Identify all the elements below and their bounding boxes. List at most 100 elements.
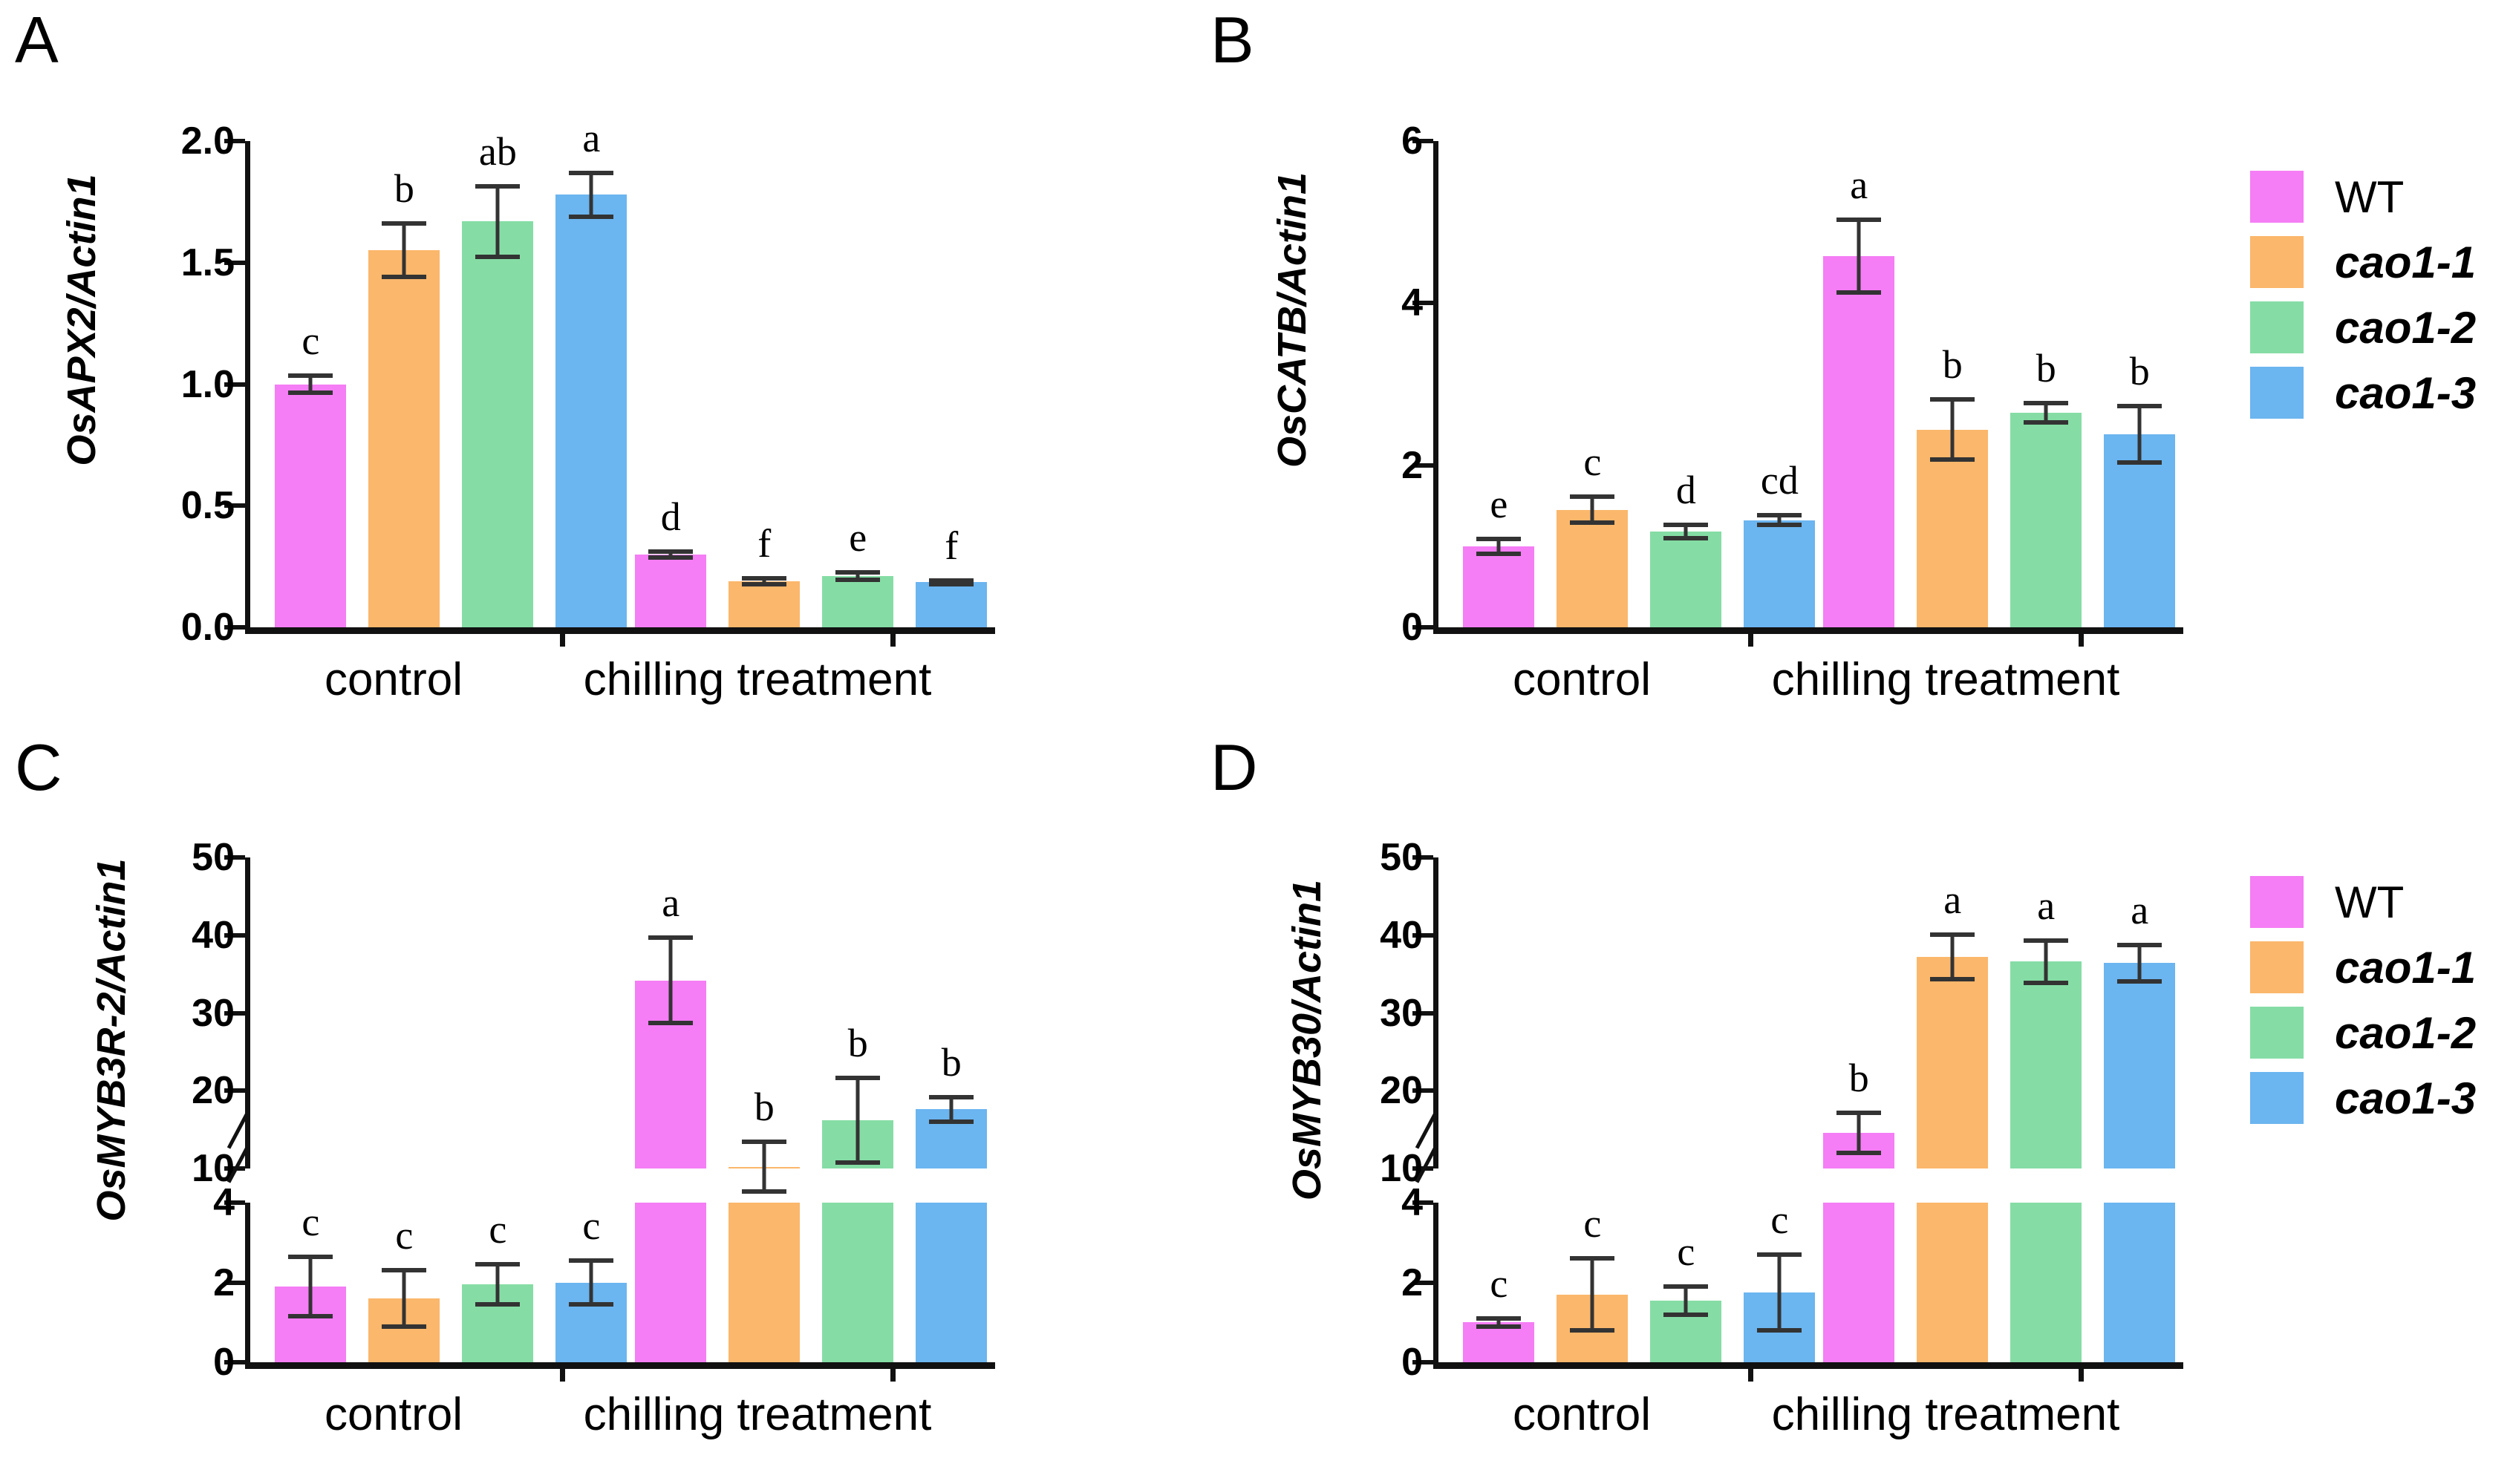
y-tick-upper-label: 40 [1380,913,1423,957]
error-cap-upper [1663,523,1709,528]
y-tick-upper [1412,1010,1433,1016]
legend-row-wt[interactable]: WT [2250,171,2404,223]
panel-a-xcat-control: control [324,654,463,705]
y-axis-upper-segment [1433,857,1438,1168]
error-cap-lower [1930,457,1975,462]
y-tick-lower-label: 0 [213,1341,235,1384]
bar-cao1-3-control: a [555,116,628,627]
significance-label: e [849,514,867,560]
legend-label-cao1-3-2: cao1-3 [2335,1073,2477,1123]
legend-swatch-cao1-1 [2250,236,2304,288]
legend-label-cao1-2-2: cao1-2 [2335,1007,2477,1058]
legend-row-cao1-2[interactable]: cao1-2 [2250,301,2476,353]
bar-segment-lower [1823,1203,1895,1362]
legend-row-cao1-3-2[interactable]: cao1-3 [2250,1072,2476,1124]
bar-cao1-3-chilling-treatment: a [2104,857,2176,1362]
significance-label: b [941,1039,962,1085]
y-tick-label: 0.0 [180,606,235,649]
y-tick-lower-label: 2 [213,1261,235,1304]
bar-cao1-1-chilling-treatment: a [1917,857,1989,1362]
significance-label: b [754,1085,775,1130]
y-tick-upper-label: 10 [192,1147,235,1190]
error-cap-lower [569,214,614,219]
bar-cao1-2-control: ab [462,129,534,627]
y-axis-lower-segment [1433,1203,1438,1362]
error-cap-lower [1836,1151,1882,1156]
y-tick-lower [224,1280,245,1285]
error-cap-upper [475,183,521,189]
significance-label: ab [478,128,517,174]
panel-d-xcat-chilling: chilling treatment [1771,1389,2120,1440]
significance-label: a [1850,162,1868,207]
significance-label: c [302,1199,320,1244]
error-cap-lower [288,1314,333,1319]
legend-label-wt: WT [2335,171,2405,222]
legend-top: WT cao1-1 cao1-2 cao1-3 [2250,171,2513,419]
error-cap-upper [288,1254,333,1259]
significance-label: b [1942,342,1963,388]
error-cap-upper [1757,1252,1802,1257]
error-cap-lower [835,1160,881,1165]
significance-label: a [582,115,601,160]
bar-segment-lower [635,1203,707,1362]
y-tick-upper [1412,855,1433,860]
x-axis-line [1433,1362,2183,1369]
error-bar [495,1264,500,1305]
legend-row-cao1-2-2[interactable]: cao1-2 [2250,1007,2476,1059]
y-axis-upper-segment [245,857,250,1168]
bar-segment-lower [822,1203,894,1362]
bar-cao1-1-chilling-treatment: f [729,141,801,627]
y-tick [1412,462,1433,468]
error-cap-upper [2024,400,2069,405]
y-tick-upper-label: 20 [192,1069,235,1113]
legend-row-cao1-1[interactable]: cao1-1 [2250,236,2476,288]
error-bar [495,186,500,257]
y-tick [1412,139,1433,143]
error-bar [308,1256,313,1317]
error-bar [1857,1112,1861,1154]
x-tick-1 [560,627,566,647]
legend-swatch-cao1-2-2 [2250,1007,2304,1059]
bar-cao1-2-chilling-treatment: b [822,857,894,1362]
legend-label-wt-2: WT [2335,877,2405,927]
significance-label: a [2131,888,2149,933]
x-axis-line [245,1362,995,1369]
y-tick-upper-label: 10 [1380,1147,1423,1190]
y-tick [224,260,245,265]
y-tick-upper [1412,932,1433,938]
y-axis-line [1433,141,1438,627]
significance-label: b [394,166,414,212]
legend-label-cao1-3: cao1-3 [2335,367,2477,418]
significance-label: c [1490,1261,1508,1306]
error-cap-lower [2024,419,2069,425]
bar-cao1-2-control: c [1650,857,1722,1362]
error-cap-upper [742,1140,787,1145]
bar-wt-control: c [275,857,347,1362]
significance-label: b [1848,1055,1869,1100]
error-cap-upper [835,1076,881,1081]
panel-c-ylabel: OsMYB3R-2/Actin1 [89,858,134,1222]
significance-label: a [662,880,680,925]
error-cap-lower [1476,551,1522,556]
error-cap-lower [1836,290,1882,295]
error-cap-lower [2117,978,2162,984]
y-tick-upper [224,855,245,860]
legend-row-cao1-3[interactable]: cao1-3 [2250,367,2476,419]
bar-rect [368,250,440,627]
bar-cao1-3-control: c [1744,857,1816,1362]
legend-row-cao1-1-2[interactable]: cao1-1 [2250,941,2476,993]
error-cap-lower [835,578,881,583]
x-tick-1 [1748,1362,1754,1382]
error-bar [589,1260,593,1305]
panel-d-letter: D [1210,730,1258,804]
error-cap-upper [929,578,974,583]
significance-label: c [1770,1197,1789,1242]
y-tick [224,382,245,387]
bar-rect [1823,256,1895,627]
error-cap-upper [648,935,694,940]
y-tick-upper-label: 20 [1380,1069,1423,1113]
legend-row-wt-2[interactable]: WT [2250,876,2404,928]
x-tick-2 [890,1362,896,1382]
